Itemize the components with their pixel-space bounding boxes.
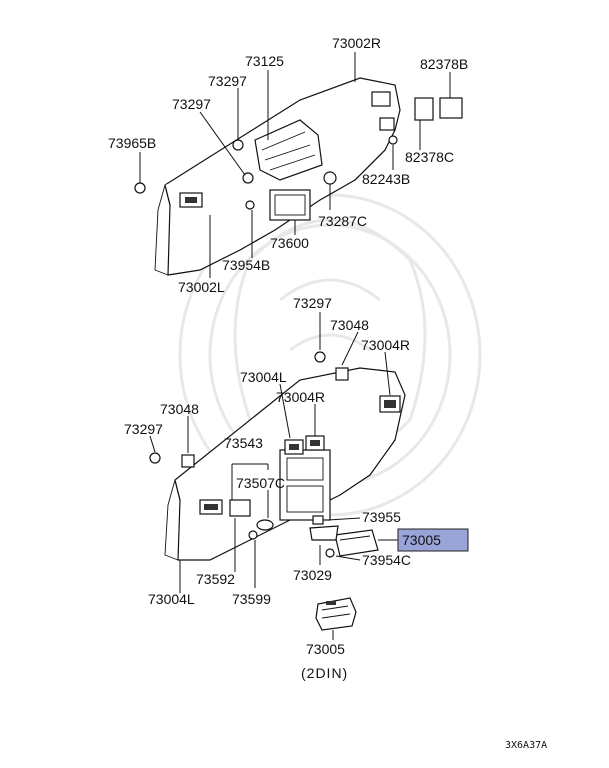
upper-screw-73954b <box>245 200 255 210</box>
part-label: 73048 <box>160 401 199 417</box>
upper-knob-73287c <box>323 171 337 185</box>
upper-screw-73297-b <box>242 172 254 184</box>
part-label: 73600 <box>270 235 309 251</box>
lower-screw-73297-left <box>149 452 161 464</box>
lower-screw-73954c <box>325 548 335 558</box>
part-label: 73507C <box>236 475 285 491</box>
highlighted-part-label: 73005 <box>402 532 441 548</box>
diagram-reference-code: 3X6A37A <box>505 740 547 751</box>
upper-right-vent <box>371 91 391 107</box>
part-label: 73125 <box>245 53 284 69</box>
upper-dashboard-assembly: 73125 73002R 82378B 73297 73297 73965B 8… <box>108 35 468 295</box>
lower-clip-73048-left <box>181 454 195 468</box>
part-label: 73955 <box>362 509 401 525</box>
part-label: 73004L <box>240 369 287 385</box>
highlighted-part-box <box>397 528 469 552</box>
part-label: 73004R <box>276 389 325 405</box>
lower-bracket-73029 <box>309 525 339 541</box>
part-label: 73954C <box>362 552 411 568</box>
part-label: 82378C <box>405 149 454 165</box>
part-label: 73004R <box>361 337 410 353</box>
part-label: 73287C <box>318 213 367 229</box>
part-label: 73965B <box>108 135 156 151</box>
lower-clip-73048-top <box>335 367 349 381</box>
detail-2din-part-label: 73005 <box>306 641 345 657</box>
detail-2din-caption: (2DIN) <box>301 665 348 681</box>
upper-screw-73297-a <box>232 139 244 151</box>
part-label: 73029 <box>293 567 332 583</box>
part-label: 73543 <box>224 435 263 451</box>
detail-2din: 73005 (2DIN) <box>301 597 357 681</box>
upper-leader-lines <box>139 52 451 278</box>
lower-switch-73592 <box>229 499 251 517</box>
upper-clip-82243b <box>388 135 398 145</box>
lower-screw-73599 <box>248 530 258 540</box>
upper-clip-82378b <box>439 97 463 119</box>
part-label: 73002R <box>332 35 381 51</box>
part-label: 73954B <box>222 257 270 273</box>
part-label: 73297 <box>124 421 163 437</box>
upper-clip-82378c <box>414 97 434 121</box>
part-label: 73048 <box>330 317 369 333</box>
part-label: 73297 <box>208 73 247 89</box>
lower-screw-73297-top <box>314 351 326 363</box>
lower-switch-73507c <box>256 519 274 531</box>
upper-cluster-hood <box>254 119 323 181</box>
lower-leader-lines <box>149 312 398 593</box>
part-label: 73297 <box>172 96 211 112</box>
part-label: 73002L <box>178 279 225 295</box>
part-label: 73004L <box>148 591 195 607</box>
lower-clip-73955 <box>312 515 324 525</box>
part-label: 82243B <box>362 171 410 187</box>
part-label: 73592 <box>196 571 235 587</box>
lower-dashboard-assembly: 73297 73048 73004R 73004L 73004R 73048 7… <box>124 295 469 607</box>
lower-center-stack <box>279 449 331 521</box>
upper-screw-73965b <box>134 182 146 194</box>
part-label: 73297 <box>293 295 332 311</box>
part-label: 82378B <box>420 56 468 72</box>
upper-right-vent-lower <box>379 117 395 131</box>
part-label: 73599 <box>232 591 271 607</box>
upper-center-console-opening <box>269 189 311 221</box>
